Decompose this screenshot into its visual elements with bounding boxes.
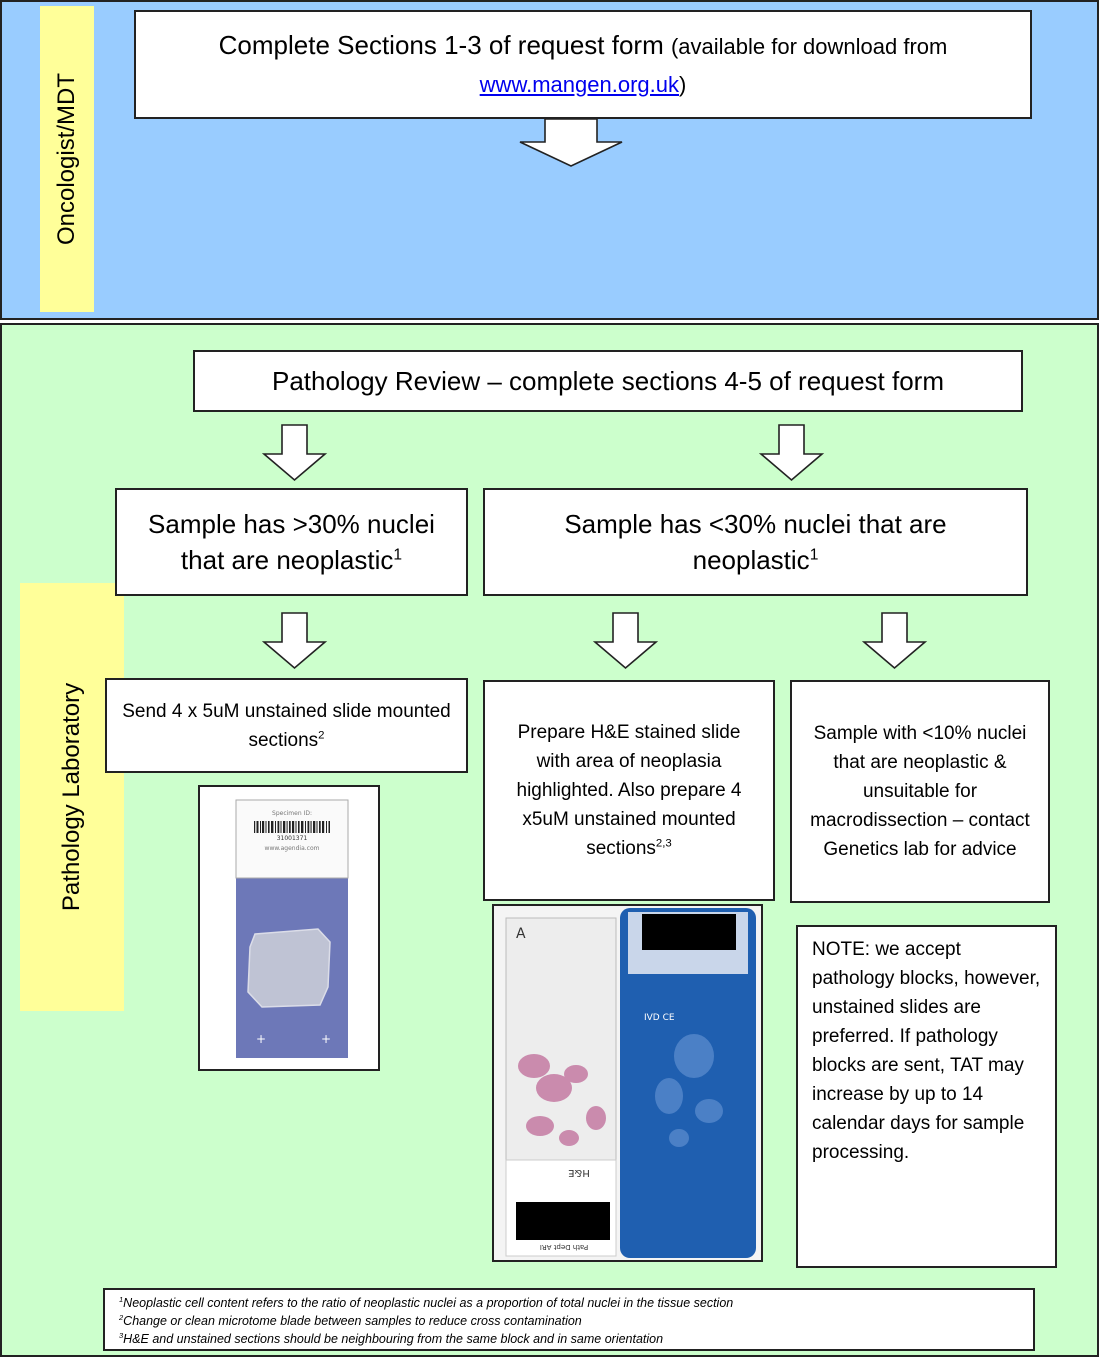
he-slide-image: A H&E Path Dept ARI IVD CE bbox=[492, 904, 763, 1262]
down-arrow-icon bbox=[759, 424, 825, 482]
label-header: Specimen ID: bbox=[272, 810, 312, 817]
low-nuclei-step: Sample has <30% nuclei that are neoplast… bbox=[483, 488, 1028, 596]
send-slides-step: Send 4 x 5uM unstained slide mounted sec… bbox=[105, 678, 468, 773]
ivd-label: IVD CE bbox=[644, 1013, 675, 1023]
label-url: www.agendia.com bbox=[265, 845, 320, 852]
footnote-ref: 1 bbox=[809, 546, 819, 564]
request-form-note: (available for download from bbox=[670, 33, 948, 59]
very-low-nuclei-text: Sample with <10% nuclei that are neoplas… bbox=[810, 723, 1030, 860]
svg-text:+: + bbox=[321, 1032, 331, 1046]
down-arrow-icon bbox=[593, 612, 659, 670]
svg-text:+: + bbox=[256, 1032, 266, 1046]
footnote-ref: 2,3 bbox=[655, 837, 672, 850]
send-slides-text: Send 4 x 5uM unstained slide mounted sec… bbox=[122, 700, 451, 751]
high-nuclei-text: Sample has >30% nuclei that are neoplast… bbox=[148, 509, 435, 575]
down-arrow-icon bbox=[262, 424, 328, 482]
down-arrow-icon bbox=[862, 612, 928, 670]
footnotes: 1Neoplastic cell content refers to the r… bbox=[103, 1288, 1035, 1351]
footnote-1: 1Neoplastic cell content refers to the r… bbox=[119, 1294, 734, 1310]
low-nuclei-text: Sample has <30% nuclei that are neoplast… bbox=[564, 509, 947, 575]
pathology-review-text: Pathology Review – complete sections 4-5… bbox=[271, 366, 944, 396]
footnote-ref: 1 bbox=[393, 546, 403, 564]
oncology-label-text: Oncologist/MDT bbox=[53, 72, 80, 246]
very-low-nuclei-step: Sample with <10% nuclei that are neoplas… bbox=[790, 680, 1050, 903]
lab-label-text: Pathology Laboratory bbox=[58, 682, 85, 912]
barcode-number: 31001371 bbox=[277, 835, 308, 842]
tissue-stain bbox=[518, 1054, 606, 1146]
he-slide-photo: A H&E Path Dept ARI IVD CE bbox=[494, 906, 761, 1260]
down-arrow-icon bbox=[519, 118, 623, 167]
footnote-3: 3H&E and unstained sections should be ne… bbox=[119, 1330, 664, 1346]
request-form-close: ) bbox=[679, 71, 687, 97]
oncology-section-label: Oncologist/MDT bbox=[40, 6, 94, 312]
unstained-slide-photo: Specimen ID: 31001371 www.agendia.com + … bbox=[235, 799, 349, 1058]
blocks-note: NOTE: we accept pathology blocks, howeve… bbox=[796, 925, 1057, 1268]
request-form-text: Complete Sections 1-3 of request form bbox=[218, 29, 664, 60]
unstained-tissue bbox=[655, 1034, 723, 1147]
footnote-2: 2Change or clean microtome blade between… bbox=[119, 1312, 582, 1328]
prepare-he-step: Prepare H&E stained slide with area of n… bbox=[483, 680, 775, 901]
lab-section-label: Pathology Laboratory bbox=[20, 583, 124, 1011]
panel-letter: A bbox=[516, 926, 526, 942]
blocks-note-text: NOTE: we accept pathology blocks, howeve… bbox=[812, 939, 1041, 1163]
he-label: H&E bbox=[568, 1167, 590, 1178]
pathology-review-step: Pathology Review – complete sections 4-5… bbox=[193, 350, 1023, 412]
request-form-step: Complete Sections 1-3 of request form (a… bbox=[134, 10, 1032, 119]
barcode-icon bbox=[254, 821, 330, 833]
footnote-ref: 2 bbox=[318, 729, 325, 742]
down-arrow-icon bbox=[262, 612, 328, 670]
prepare-he-text: Prepare H&E stained slide with area of n… bbox=[516, 722, 742, 859]
high-nuclei-step: Sample has >30% nuclei that are neoplast… bbox=[115, 488, 468, 596]
unstained-slide-image: Specimen ID: 31001371 www.agendia.com + … bbox=[198, 785, 380, 1071]
path-label: Path Dept ARI bbox=[540, 1243, 588, 1251]
mangen-download-link[interactable]: www.mangen.org.uk bbox=[479, 71, 679, 97]
